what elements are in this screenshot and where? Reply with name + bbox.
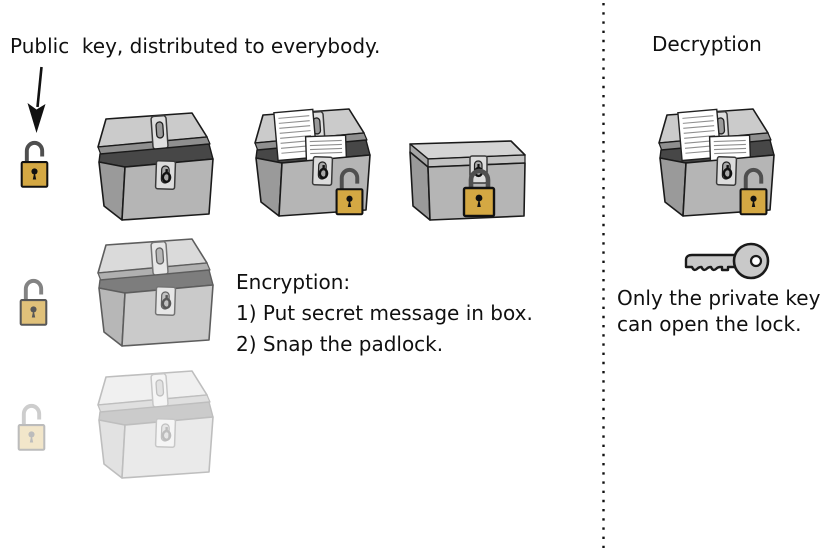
open-chest-icon (98, 113, 213, 220)
private-key-caption: Only the private key can open the lock. (617, 286, 821, 336)
encryption-row-2-faded (19, 239, 213, 346)
decryption-chest-icon (659, 109, 774, 216)
encryption-row-3-faded (17, 371, 213, 478)
encryption-step-1: 1) Put secret message in box. (236, 301, 533, 325)
encryption-title: Encryption: (236, 270, 351, 294)
decryption-side (659, 109, 774, 280)
public-key-padlock-icon (17, 403, 46, 452)
public-key-caption: Public key, distributed to everybody. (10, 34, 381, 58)
locked-chest-icon (410, 141, 525, 220)
message-chest-icon (255, 109, 370, 216)
decryption-title: Decryption (652, 32, 762, 56)
public-key-padlock-icon (20, 140, 49, 189)
down-arrow-icon (27, 66, 46, 133)
open-chest-icon (98, 371, 213, 478)
encryption-instructions: Encryption: 1) Put secret message in box… (236, 267, 533, 360)
open-chest-icon (98, 239, 213, 346)
public-key-padlock-icon (19, 278, 48, 327)
encryption-row-1 (20, 109, 525, 220)
encryption-step-2: 2) Snap the padlock. (236, 332, 444, 356)
private-key-icon (684, 242, 770, 280)
